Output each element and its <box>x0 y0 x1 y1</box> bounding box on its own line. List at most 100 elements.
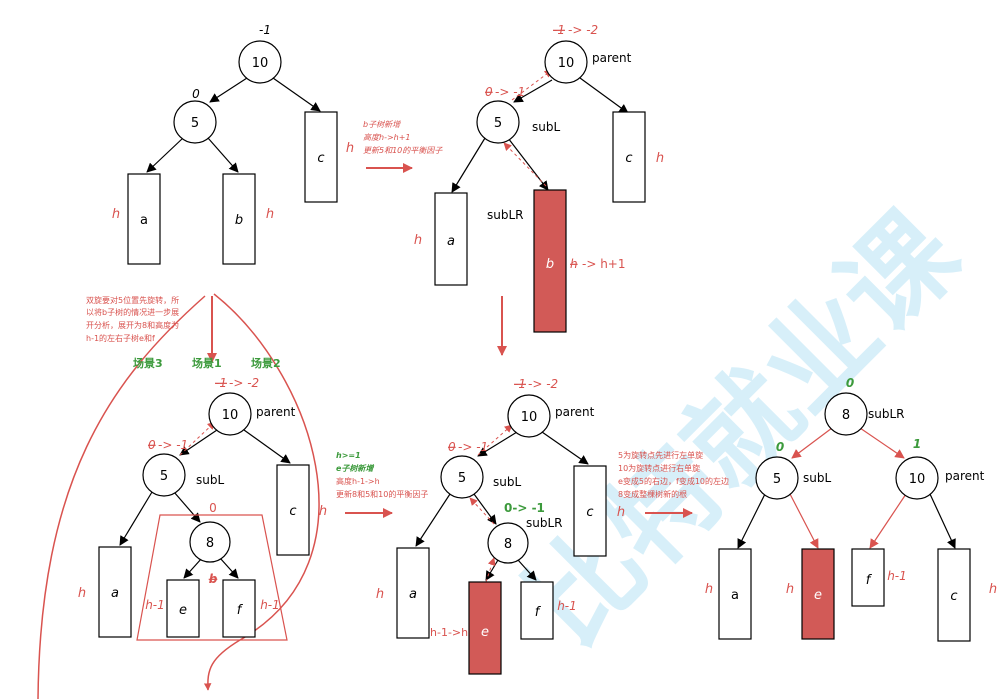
node-5 <box>173 100 217 144</box>
subtree-c <box>276 464 310 556</box>
subtree-c <box>304 111 338 203</box>
subtree-f-label: f <box>535 605 542 620</box>
subtree-e-label: e <box>179 603 187 618</box>
node-5-bf: 0 <box>192 87 200 101</box>
scenario-2: 场景2 <box>251 356 281 370</box>
subtree-c-height: h <box>346 141 354 156</box>
note-dr-line3: 开分析，展开为8和高度为 <box>86 320 179 330</box>
subtree-a-label: a <box>111 586 119 601</box>
node-10-bf-new: -> -2 <box>229 376 259 390</box>
step3-tree: 10 parent -1 -> -2 5 subL 0 -> -1 8 0 b … <box>78 376 327 641</box>
subtree-a-label: a <box>140 213 148 228</box>
node-10-label: 10 <box>252 56 269 71</box>
subtree-e-grown <box>468 581 502 675</box>
step1-tree: 10 -1 5 0 a h b h c h <box>112 23 354 265</box>
subtree-c <box>612 111 646 203</box>
subtree-c <box>573 465 607 557</box>
subtree-e-height-change: h-1->h <box>430 626 468 639</box>
node-10-bf: -1 <box>259 23 271 37</box>
node-10-bf-new: -> -2 <box>528 377 558 391</box>
step2-tree: 10 parent -1 -> -2 5 subL 0 -> -1 a h b … <box>414 23 664 333</box>
node-5-label: 5 <box>191 116 199 131</box>
note-e-line3: 高度h-1->h <box>336 476 380 486</box>
node-5 <box>142 453 186 497</box>
node-10-bf-old: -1 <box>514 377 526 391</box>
node-10 <box>238 40 282 84</box>
subtree-f <box>851 548 885 607</box>
note-rotate-line3: e变成5的右边，f变成10的左边 <box>618 476 729 486</box>
subtree-f-height: h-1 <box>557 599 577 613</box>
subtree-f <box>222 579 256 638</box>
note-b-line2: 高度h->h+1 <box>363 133 411 142</box>
node-8-label: 8 <box>842 408 850 423</box>
node-5-bf-new: -> -1 <box>158 438 188 452</box>
subtree-a-label: a <box>447 234 455 249</box>
subtree-c-label: c <box>586 505 593 520</box>
subtree-a-height: h <box>376 587 384 602</box>
scenario-1: 场景1 <box>192 356 222 370</box>
subtree-b-label: b <box>235 213 243 228</box>
subtree-e <box>801 548 835 640</box>
note-e-line2: e子树新增 <box>336 464 374 473</box>
node-10-label: 10 <box>521 410 538 425</box>
node-10-parent-label: parent <box>592 51 632 65</box>
subtree-a-height: h <box>78 586 86 601</box>
node-5 <box>440 455 484 499</box>
subtree-a <box>98 546 132 638</box>
note-dr-line2: 以将b子树的情况进一步展 <box>86 307 179 317</box>
subtree-e-height: h-1 <box>145 598 165 612</box>
node-10-label: 10 <box>558 56 575 71</box>
node-10-bf: 1 <box>913 437 921 451</box>
node-5-subL-label: subL <box>532 120 560 134</box>
subtree-a-height: h <box>705 582 713 597</box>
node-5-bf-new: -> -1 <box>458 440 488 454</box>
subtree-a-height: h <box>414 233 422 248</box>
node-5-bf-new: -> -1 <box>495 85 525 99</box>
subLR-label: subLR <box>487 208 524 222</box>
node-8-label: 8 <box>504 537 512 552</box>
subtree-a <box>718 548 752 640</box>
note-rotate-line4: 8变成整棵树新的根 <box>618 489 687 499</box>
note-b-line1: b子树新增 <box>363 120 401 129</box>
subtree-b-grown <box>533 189 567 333</box>
node-10-parent-label: parent <box>555 405 595 419</box>
subtree-a-height: h <box>112 207 120 222</box>
node-8-subLR-label: subLR <box>526 516 563 530</box>
node-8-bf: 0 <box>209 501 217 515</box>
subtree-c-height: h <box>989 582 997 597</box>
subtree-c-height: h <box>617 505 625 520</box>
subtree-b-height-old: h <box>570 257 578 271</box>
subtree-c-height: h <box>319 504 327 519</box>
subtree-e <box>166 579 200 638</box>
node-10-parent-label: parent <box>945 469 985 483</box>
node-8 <box>824 392 868 436</box>
note-b-line3: 更新5和10的平衡因子 <box>363 146 443 155</box>
node-5-label: 5 <box>773 472 781 487</box>
subtree-c-label: c <box>289 504 296 519</box>
note-e-line1: h>=1 <box>336 451 361 460</box>
node-5-bf-old: 0 <box>485 85 493 99</box>
subtree-b-height: h <box>266 207 274 222</box>
node-8 <box>189 521 231 563</box>
node-5-subL-label: subL <box>196 473 224 487</box>
subtree-f-label: f <box>237 603 244 618</box>
note-dr-line4: h-1的左右子树e和f <box>86 333 155 343</box>
note-double-rotation: 双旋要对5位置先旋转，所 以将b子树的情况进一步展 开分析，展开为8和高度为 h… <box>86 295 179 343</box>
note-rotate-line1: 5为旋转点先进行左单旋 <box>618 450 703 460</box>
note-dr-line1: 双旋要对5位置先旋转，所 <box>86 295 179 305</box>
node-8-bf: 0-> -1 <box>504 501 545 515</box>
step4-tree: 10 parent -1 -> -2 5 subL 0 -> -1 8 0-> … <box>376 377 625 675</box>
node-5 <box>476 100 520 144</box>
node-10 <box>208 392 252 436</box>
node-10-label: 10 <box>222 408 239 423</box>
subtree-a <box>127 173 161 265</box>
subtree-e-height: h <box>786 582 794 597</box>
node-5-label: 5 <box>160 469 168 484</box>
b-expanded-trapezoid <box>136 514 288 641</box>
b-label: b <box>209 572 218 586</box>
node-5-label: 5 <box>494 116 502 131</box>
subtree-f-height: h-1 <box>260 598 280 612</box>
node-10 <box>507 394 551 438</box>
subtree-b-label: b <box>546 257 554 272</box>
subtree-c-label: c <box>950 589 957 604</box>
